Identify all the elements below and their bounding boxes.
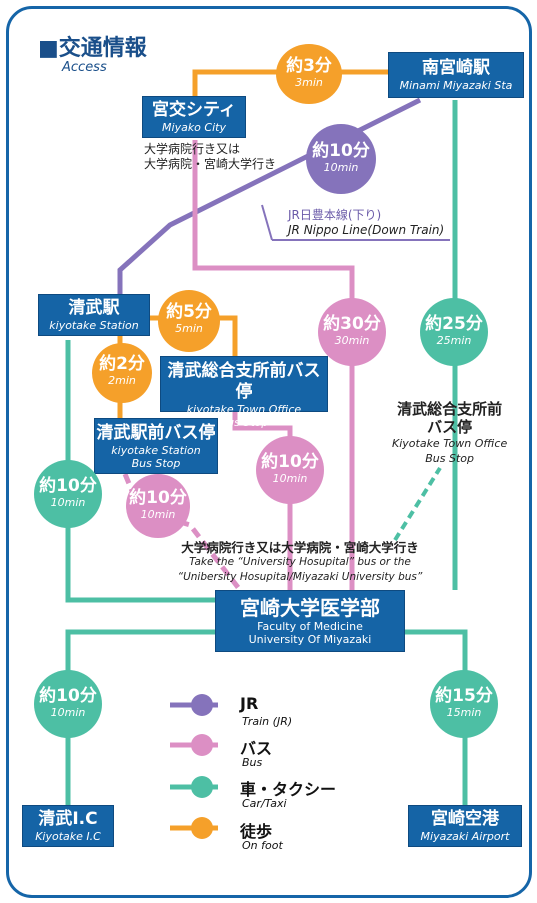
station-label: 宮交シティ: [152, 100, 236, 120]
legend-label-bus: バス: [240, 739, 273, 758]
time-label-en: 3min: [295, 76, 323, 89]
station-label-en: Kiyotake I.C: [35, 830, 101, 843]
note-line: 大学病院・宮崎大学行き: [144, 157, 277, 171]
time-label-en: 10min: [50, 706, 86, 719]
time-label: 約2分: [99, 354, 145, 374]
time-circle-walk-2: 約2分 2min: [92, 343, 152, 403]
station-label: 南宮崎駅: [422, 58, 490, 78]
time-label: 約3分: [286, 56, 332, 76]
station-label: 宮崎大学医学部: [240, 596, 380, 620]
station-label-en: Minami Miyazaki Sta: [399, 79, 513, 92]
station-label-en: kiyotake Station: [49, 319, 139, 332]
time-label-en: 10min: [50, 496, 86, 509]
time-label: 約10分: [129, 488, 187, 508]
bus-line-miyako: [192, 140, 355, 590]
take-bus-en1: Take the “University Hosupital” bus or t…: [189, 556, 411, 568]
station-kiyotake: 清武駅 kiyotake Station: [38, 294, 150, 336]
car-pointer-townoffice: [393, 466, 442, 542]
town-office-note: 清武総合支所前 バス停 Kiyotake Town Office Bus Sto…: [392, 400, 507, 466]
time-circle-jr-10: 約10分 10min: [306, 124, 376, 194]
legend-en-car: Car/Taxi: [242, 797, 287, 810]
station-miyazaki-airport: 宮崎空港 Miyazaki Airport: [408, 805, 522, 847]
time-label: 約30分: [323, 314, 381, 334]
time-label-en: 10min: [272, 472, 308, 485]
take-bus-en2: “Unibersity Hosupital/Miyazaki Universit…: [177, 571, 423, 583]
car-line-ic: [65, 629, 215, 810]
legend-en-walk: On foot: [242, 839, 283, 852]
note-line: Kiyotake Town Office: [392, 437, 508, 450]
jr-line-label-jp: JR日豊本線(下り): [288, 208, 382, 222]
bus-line-townoffice: [232, 412, 293, 590]
legend-label-car: 車・タクシー: [240, 780, 337, 799]
note-line: 大学病院行き又は: [144, 142, 241, 156]
take-bus-jp: 大学病院行き又は大学病院・宮崎大学行き: [181, 540, 419, 555]
time-label-en: 10min: [323, 161, 359, 174]
time-circle-bus-30: 約30分 30min: [318, 298, 386, 366]
time-circle-bus-10b: 約10分 10min: [126, 474, 190, 538]
station-label-en: kiyotake Town Office: [186, 403, 302, 416]
station-label-en2: University Of Miyazaki: [248, 633, 372, 646]
station-label: 清武駅前バス停: [96, 423, 216, 443]
take-bus-note: 大学病院行き又は大学病院・宮崎大学行き Take the “University…: [150, 540, 450, 585]
station-label-en: Miyazaki Airport: [420, 830, 510, 843]
time-label: 約10分: [39, 476, 97, 496]
station-label-en: kiyotake Station: [111, 444, 201, 457]
jr-line-label-en: JR Nippo Line(Down Train): [288, 223, 445, 237]
station-label: 宮崎空港: [431, 809, 499, 829]
station-kiyotake-mae-busstop: 清武駅前バス停 kiyotake Station Bus Stop: [94, 418, 218, 474]
page-title: ■交通情報: [38, 36, 147, 61]
time-label-en: 25min: [436, 334, 472, 347]
time-label: 約5分: [166, 302, 212, 322]
station-label: 清武I.C: [38, 809, 98, 829]
car-line-kiyotake: [65, 340, 215, 603]
station-miyako-city: 宮交シティ Miyako City: [142, 96, 246, 138]
note-line: バス停: [427, 418, 473, 436]
jr-line: [117, 97, 422, 295]
legend-label-walk: 徒歩: [240, 822, 273, 841]
station-label-en2: Bus Stop: [219, 416, 269, 429]
time-circle-bus-10a: 約10分 10min: [256, 436, 324, 504]
station-faculty-of-medicine: 宮崎大学医学部 Faculty of Medicine University O…: [215, 590, 405, 652]
station-label-en2: Bus Stop: [131, 457, 181, 470]
station-minami-miyazaki: 南宮崎駅 Minami Miyazaki Sta: [388, 52, 524, 98]
miyako-bus-note: 大学病院行き又は 大学病院・宮崎大学行き: [144, 142, 276, 172]
jr-line-label: JR日豊本線(下り) JR Nippo Line(Down Train): [288, 208, 444, 238]
time-label: 約15分: [435, 686, 493, 706]
station-kiyotake-ic: 清武I.C Kiyotake I.C: [22, 805, 114, 847]
time-label: 約10分: [312, 141, 370, 161]
station-label-en: Faculty of Medicine: [257, 620, 363, 633]
time-circle-car-15: 約15分 15min: [430, 670, 498, 738]
page-subtitle: Access: [62, 60, 107, 75]
time-label-en: 2min: [108, 374, 136, 387]
note-line: 清武総合支所前: [397, 400, 503, 418]
time-label: 約10分: [261, 452, 319, 472]
station-label: 清武総合支所前バス停: [167, 361, 321, 402]
jr-line-pointer: [261, 204, 273, 241]
time-label-en: 10min: [140, 508, 176, 521]
time-circle-car-25: 約25分 25min: [420, 298, 488, 366]
time-circle-car-10b: 約10分 10min: [34, 670, 102, 738]
time-label: 約25分: [425, 314, 483, 334]
time-label-en: 15min: [446, 706, 482, 719]
station-label-en: Miyako City: [162, 121, 226, 134]
note-line: Bus Stop: [425, 452, 474, 465]
station-town-office-busstop: 清武総合支所前バス停 kiyotake Town Office Bus Stop: [160, 356, 328, 429]
time-label-en: 5min: [175, 322, 203, 335]
car-line-airport: [405, 629, 468, 810]
legend-en-bus: Bus: [242, 756, 263, 769]
legend-label-jr: JR: [240, 694, 259, 713]
station-label: 清武駅: [68, 298, 120, 318]
time-label: 約10分: [39, 686, 97, 706]
time-circle-car-10a: 約10分 10min: [34, 460, 102, 528]
time-label-en: 30min: [334, 334, 370, 347]
legend-en-jr: Train (JR): [242, 715, 293, 728]
time-circle-walk-5: 約5分 5min: [158, 290, 220, 352]
time-circle-walk-3: 約3分 3min: [276, 44, 342, 104]
